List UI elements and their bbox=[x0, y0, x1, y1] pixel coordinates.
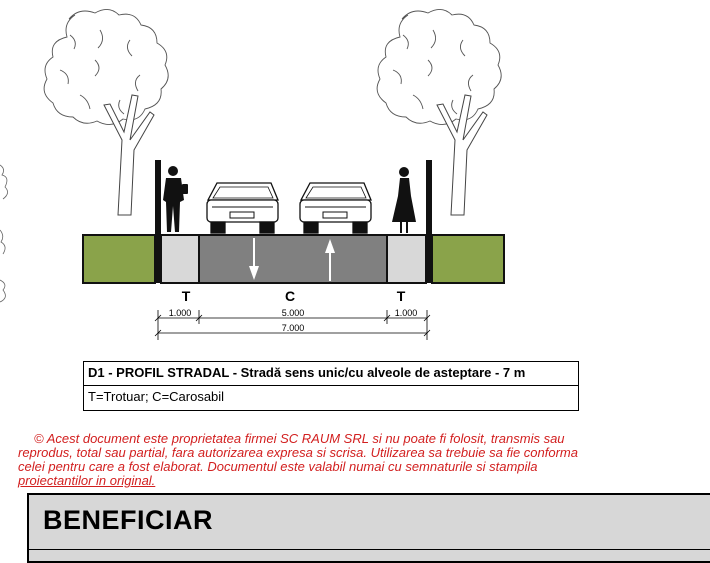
sidewalk-left bbox=[160, 234, 200, 284]
green-strip-left bbox=[82, 234, 156, 284]
direction-arrow-down-icon bbox=[249, 238, 259, 280]
zone-label-left-sidewalk: T bbox=[182, 288, 191, 304]
pedestrian-icon bbox=[163, 166, 188, 232]
carriageway bbox=[198, 234, 388, 284]
car-icon bbox=[299, 182, 372, 234]
divider bbox=[29, 549, 710, 550]
car-icon bbox=[206, 182, 279, 234]
direction-arrow-up-icon bbox=[325, 239, 335, 281]
legend-box: D1 - PROFIL STRADAL - Stradă sens unic/c… bbox=[83, 361, 579, 411]
beneficiar-title: BENEFICIAR bbox=[43, 505, 214, 535]
legend-subtitle: T=Trotuar; C=Carosabil bbox=[88, 389, 225, 404]
street-profile-drawing: T C T 1.000 5.000 1.000 7.000 bbox=[0, 9, 505, 340]
dimension-right-sidewalk: 1.000 bbox=[395, 308, 418, 318]
sidewalk-right bbox=[386, 234, 427, 284]
copyright-line: proiectantilor in original. bbox=[18, 473, 156, 488]
curb-left bbox=[155, 160, 161, 283]
dimension-carriageway: 5.000 bbox=[282, 308, 305, 318]
copyright-line: celei pentru care a fost elaborat. Docum… bbox=[18, 459, 538, 474]
curb-right bbox=[426, 160, 432, 283]
pedestrian-icon bbox=[392, 167, 416, 233]
zone-label-carriageway: C bbox=[285, 288, 295, 304]
dimension-lines bbox=[154, 310, 431, 340]
copyright-line: reprodus, total sau partial, fara autori… bbox=[18, 445, 578, 460]
copyright-notice: © Acest document este proprietatea firme… bbox=[18, 432, 708, 488]
legend-title: D1 - PROFIL STRADAL - Stradă sens unic/c… bbox=[84, 362, 578, 386]
green-strip-right bbox=[431, 234, 505, 284]
dimension-total: 7.000 bbox=[282, 323, 305, 333]
tree-icon bbox=[376, 9, 502, 216]
copyright-line: © Acest document este proprietatea firme… bbox=[34, 431, 565, 446]
tree-icon bbox=[43, 9, 169, 216]
partial-tree-icon bbox=[0, 164, 8, 303]
dimension-left-sidewalk: 1.000 bbox=[169, 308, 192, 318]
zone-label-right-sidewalk: T bbox=[397, 288, 406, 304]
beneficiar-panel: BENEFICIAR bbox=[27, 493, 710, 563]
